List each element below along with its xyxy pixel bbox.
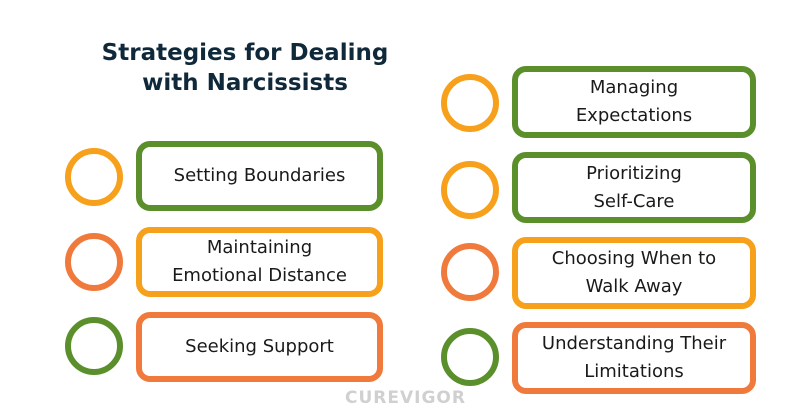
strategy-box: Setting Boundaries: [136, 141, 383, 211]
strategy-box: Seeking Support: [136, 312, 383, 382]
diagram-title: Strategies for Dealing with Narcissists: [95, 38, 395, 98]
bullet-circle: [441, 161, 499, 219]
strategy-label: Setting Boundaries: [173, 165, 346, 186]
bullet-circle: [441, 243, 499, 301]
strategy-box: Maintaining Emotional Distance: [136, 227, 383, 297]
strategy-label: Understanding Their Limitations: [541, 333, 727, 382]
bullet-circle: [65, 317, 123, 375]
strategy-label: Managing Expectations: [575, 77, 693, 126]
strategy-label: Choosing When to Walk Away: [551, 248, 717, 297]
strategy-label: Maintaining Emotional Distance: [172, 237, 347, 286]
strategy-label: Prioritizing Self-Care: [586, 162, 682, 212]
watermark: CUREVIGOR: [345, 388, 466, 408]
bullet-circle: [65, 233, 123, 291]
strategy-label: Seeking Support: [185, 336, 334, 357]
bullet-circle: [65, 148, 123, 206]
strategy-box: Prioritizing Self-Care: [512, 152, 756, 223]
bullet-circle: [441, 328, 499, 386]
strategy-box: Choosing When to Walk Away: [512, 237, 756, 309]
title-line: with Narcissists: [142, 70, 348, 96]
strategy-box: Managing Expectations: [512, 66, 756, 138]
title-line: Strategies for Dealing: [101, 40, 389, 66]
bullet-circle: [441, 74, 499, 132]
strategy-box: Understanding Their Limitations: [512, 322, 756, 394]
